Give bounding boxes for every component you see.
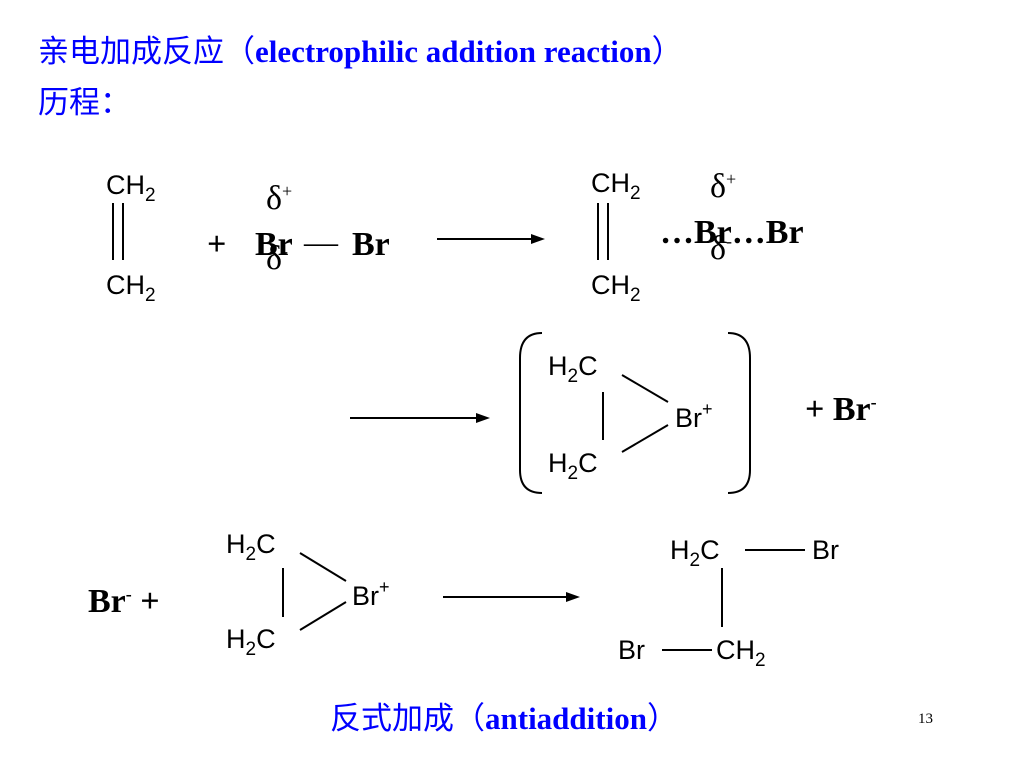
bromide-ion-1: + Br- (805, 391, 877, 428)
delta-minus-2: δ- (710, 230, 733, 267)
bromonium2-br: Br+ (352, 577, 390, 611)
bromonium2-h2c-bottom: H2C (226, 624, 276, 660)
title-zh: 亲电加成反应（ (38, 34, 255, 70)
product-h2c: H2C (670, 535, 720, 571)
anti-addition-label: 反式加成（antiaddition） (330, 701, 678, 737)
reaction-arrow-3 (443, 592, 580, 602)
bromine-left: Br (255, 226, 293, 263)
product-br-left: Br (618, 635, 645, 665)
delta-minus-1: δ- (266, 240, 289, 277)
ethylene-ch2-top: CH2 (106, 170, 156, 206)
product-br-right: Br (812, 535, 839, 565)
delta-plus-2: δ+ (710, 168, 737, 205)
delta-plus-1: δ+ (266, 180, 293, 217)
br-br-bond: — (304, 224, 338, 261)
bromide-ion-2: Br- + (88, 583, 160, 620)
ring-bond-cbr-2a (299, 552, 347, 582)
title-close: ） (651, 34, 683, 70)
ring-bond-cbr-1a (621, 374, 669, 403)
pi-complex-bromine: …Br…Br (660, 214, 804, 251)
bromonium-br: Br+ (675, 399, 713, 433)
product-ch2: CH2 (716, 635, 766, 671)
title-en: electrophilic addition reaction (255, 34, 652, 69)
bromonium-h2c-top: H2C (548, 351, 598, 387)
ring-bond-cbr-1b (621, 424, 669, 453)
reaction-arrow-2 (350, 413, 490, 423)
reactant-plus: + (207, 226, 227, 263)
bromonium2-h2c-top: H2C (226, 529, 276, 565)
bromine-right: Br (352, 226, 390, 263)
complex-ch2-bottom: CH2 (591, 270, 641, 306)
right-bracket (727, 332, 751, 494)
reaction-arrow-1 (437, 234, 545, 244)
page-title: 亲电加成反应（electrophilic addition reaction） (38, 36, 683, 68)
complex-ch2-top: CH2 (591, 168, 641, 204)
left-bracket (519, 332, 543, 494)
page-subtitle: 历程： (38, 85, 131, 121)
ring-bond-cbr-2b (299, 601, 347, 631)
page-number: 13 (918, 711, 933, 727)
bromonium-h2c-bottom: H2C (548, 448, 598, 484)
ethylene-ch2-bottom: CH2 (106, 270, 156, 306)
